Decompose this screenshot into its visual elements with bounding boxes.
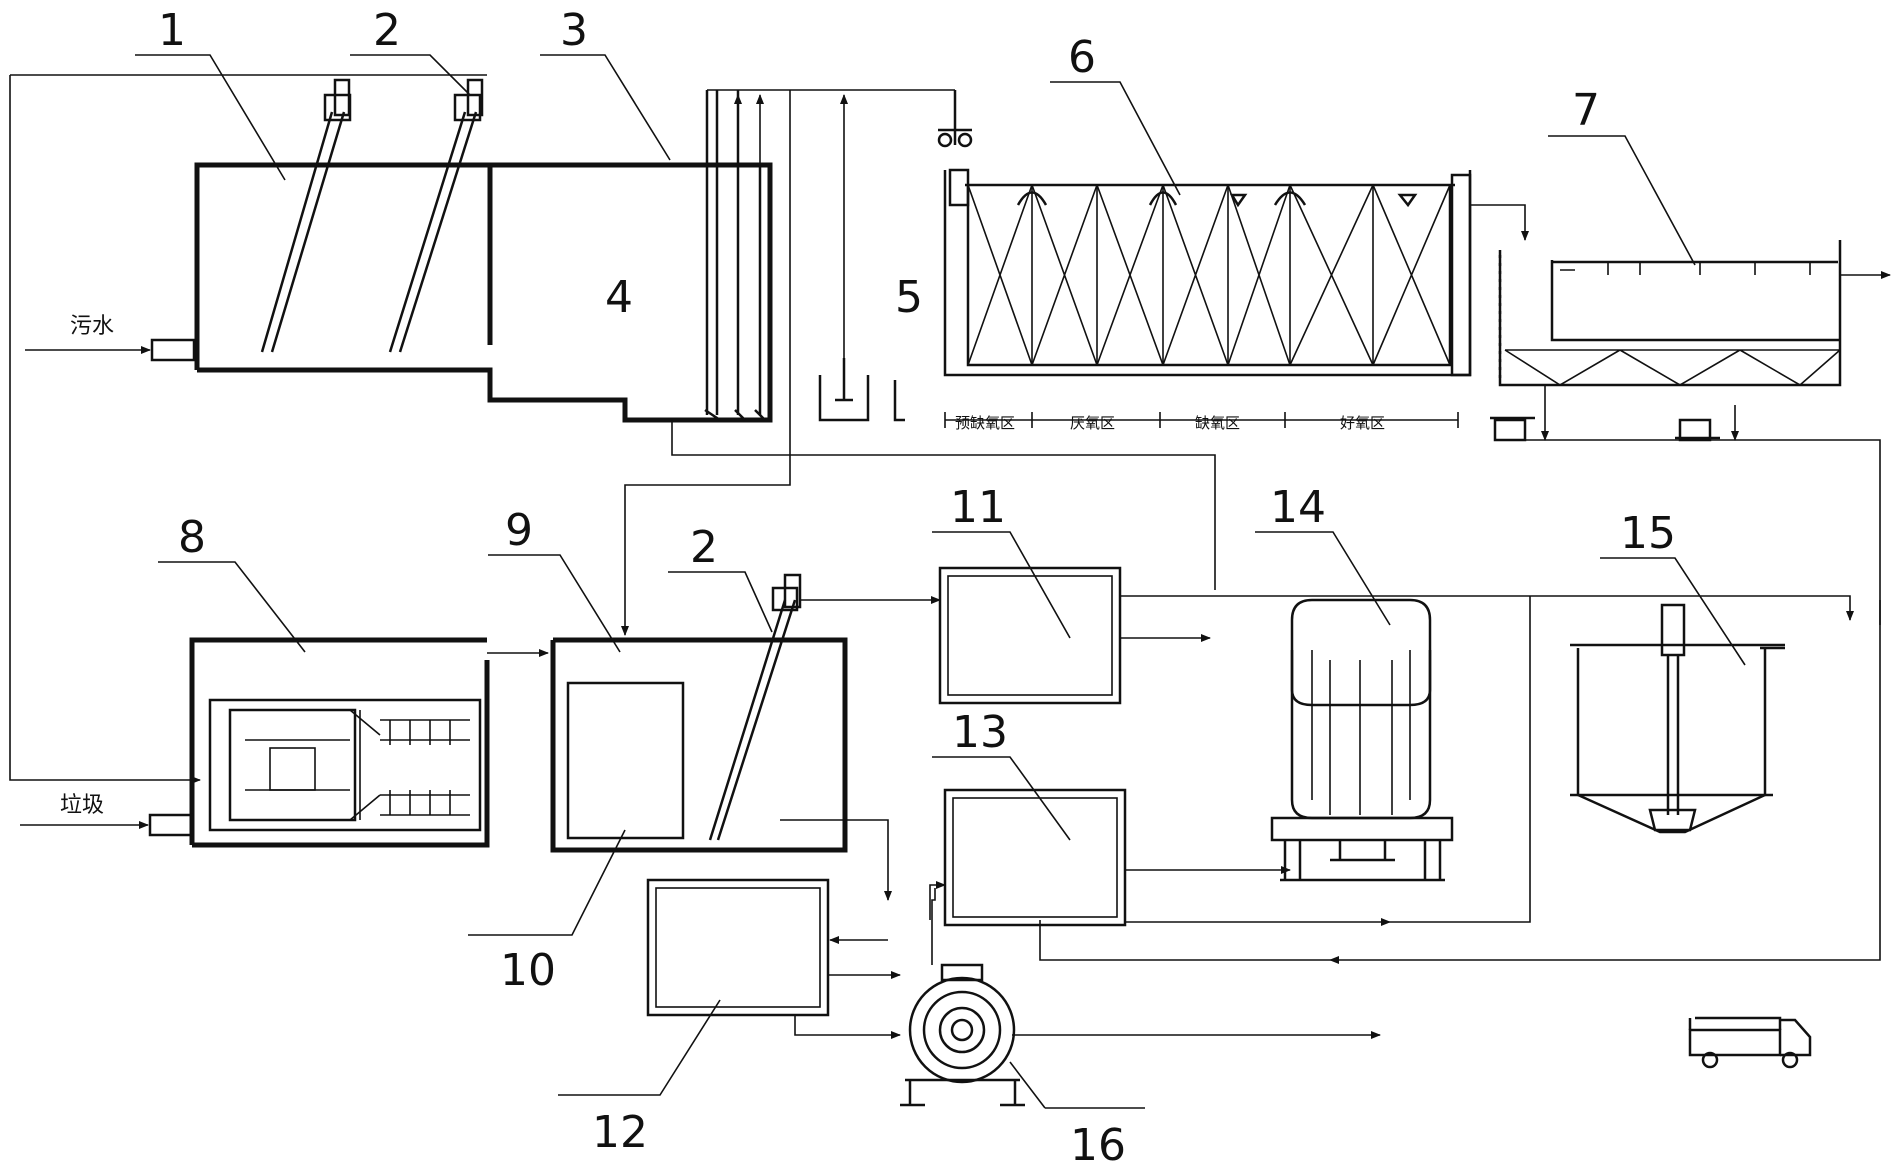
label-13: 13 [952,707,1008,758]
label-7: 7 [1572,85,1600,136]
unit-16-pump [900,881,1381,1107]
label-2-bottom: 2 [690,522,718,573]
label-14: 14 [1270,482,1326,533]
sewage-label: 污水 [70,314,114,339]
unit-11 [938,566,1854,705]
unit-12 [646,878,901,1039]
label-16: 16 [1070,1120,1126,1168]
zone-aerobic: 好氧区 [1340,414,1385,432]
unit-14-centrifuge [1270,598,1454,882]
tank-5-6-bioreactor: 预缺氧区 厌氧区 缺氧区 好氧区 [937,90,1472,432]
unit-13 [931,596,1531,965]
label-12: 12 [592,1107,648,1158]
zone-anoxic: 缺氧区 [1195,414,1240,432]
label-11: 11 [950,482,1006,533]
truck-icon [1688,1016,1812,1069]
garbage-label: 垃圾 [60,793,104,818]
label-9: 9 [505,505,533,556]
label-6: 6 [1068,32,1096,83]
flow-return-down [1329,600,1881,964]
sludge-line-top [671,420,1216,590]
label-5: 5 [895,272,923,323]
flow-top-to-8 [9,460,201,784]
label-10: 10 [500,945,556,996]
label-3: 3 [560,5,588,56]
unit-8-garbage-press: 垃圾 [20,637,549,848]
flow-to-9 [621,90,791,636]
label-15: 15 [1620,508,1676,559]
label-4: 4 [605,272,633,323]
unit-15-thickener [1570,603,1785,834]
unit-9-tank [550,573,941,901]
label-2-top: 2 [373,5,401,56]
label-8: 8 [178,512,206,563]
pipe-tank4-top [706,89,955,100]
tank-7-clarifier [1490,240,1891,442]
return-line [1500,439,1881,625]
label-1: 1 [158,5,186,56]
label-group: 1 2 3 4 5 6 7 8 9 2 11 14 15 13 10 12 16 [135,5,1746,1168]
flow-6-to-7 [1470,204,1529,241]
top-line [9,74,487,460]
tank-1-4: 污水 [25,78,773,423]
dosing-tank [818,94,905,422]
zone-pre-anoxic: 预缺氧区 [955,414,1015,432]
return-line-2 [1039,920,1330,961]
zone-anaerobic: 厌氧区 [1070,414,1115,432]
